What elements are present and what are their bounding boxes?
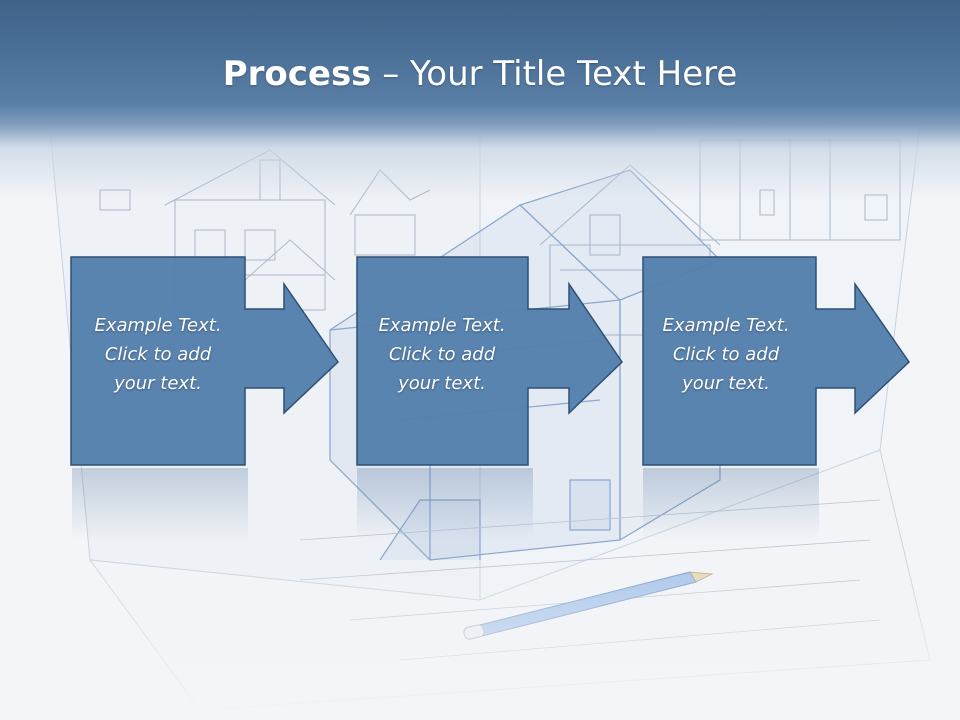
slide-title[interactable]: Process – Your Title Text Here xyxy=(0,52,960,96)
step-1-text: Example Text. Click to add your text. xyxy=(94,315,222,394)
process-step-1[interactable]: Example Text. Click to add your text. xyxy=(70,256,340,468)
title-bar xyxy=(0,0,960,200)
step-1-reflection xyxy=(72,468,248,540)
process-step-3[interactable]: Example Text. Click to add your text. xyxy=(642,256,912,468)
step-3-reflection xyxy=(643,468,819,540)
arrow-box-shape xyxy=(356,256,623,466)
arrow-box-shape xyxy=(70,256,339,466)
process-step-2[interactable]: Example Text. Click to add your text. xyxy=(356,256,626,468)
title-rest-text: – Your Title Text Here xyxy=(371,54,738,94)
arrow-box-shape xyxy=(642,256,910,466)
step-3-text: Example Text. Click to add your text. xyxy=(662,315,790,394)
step-2-reflection xyxy=(357,468,533,540)
title-bold-text: Process xyxy=(222,54,372,94)
step-2-text: Example Text. Click to add your text. xyxy=(378,315,506,394)
